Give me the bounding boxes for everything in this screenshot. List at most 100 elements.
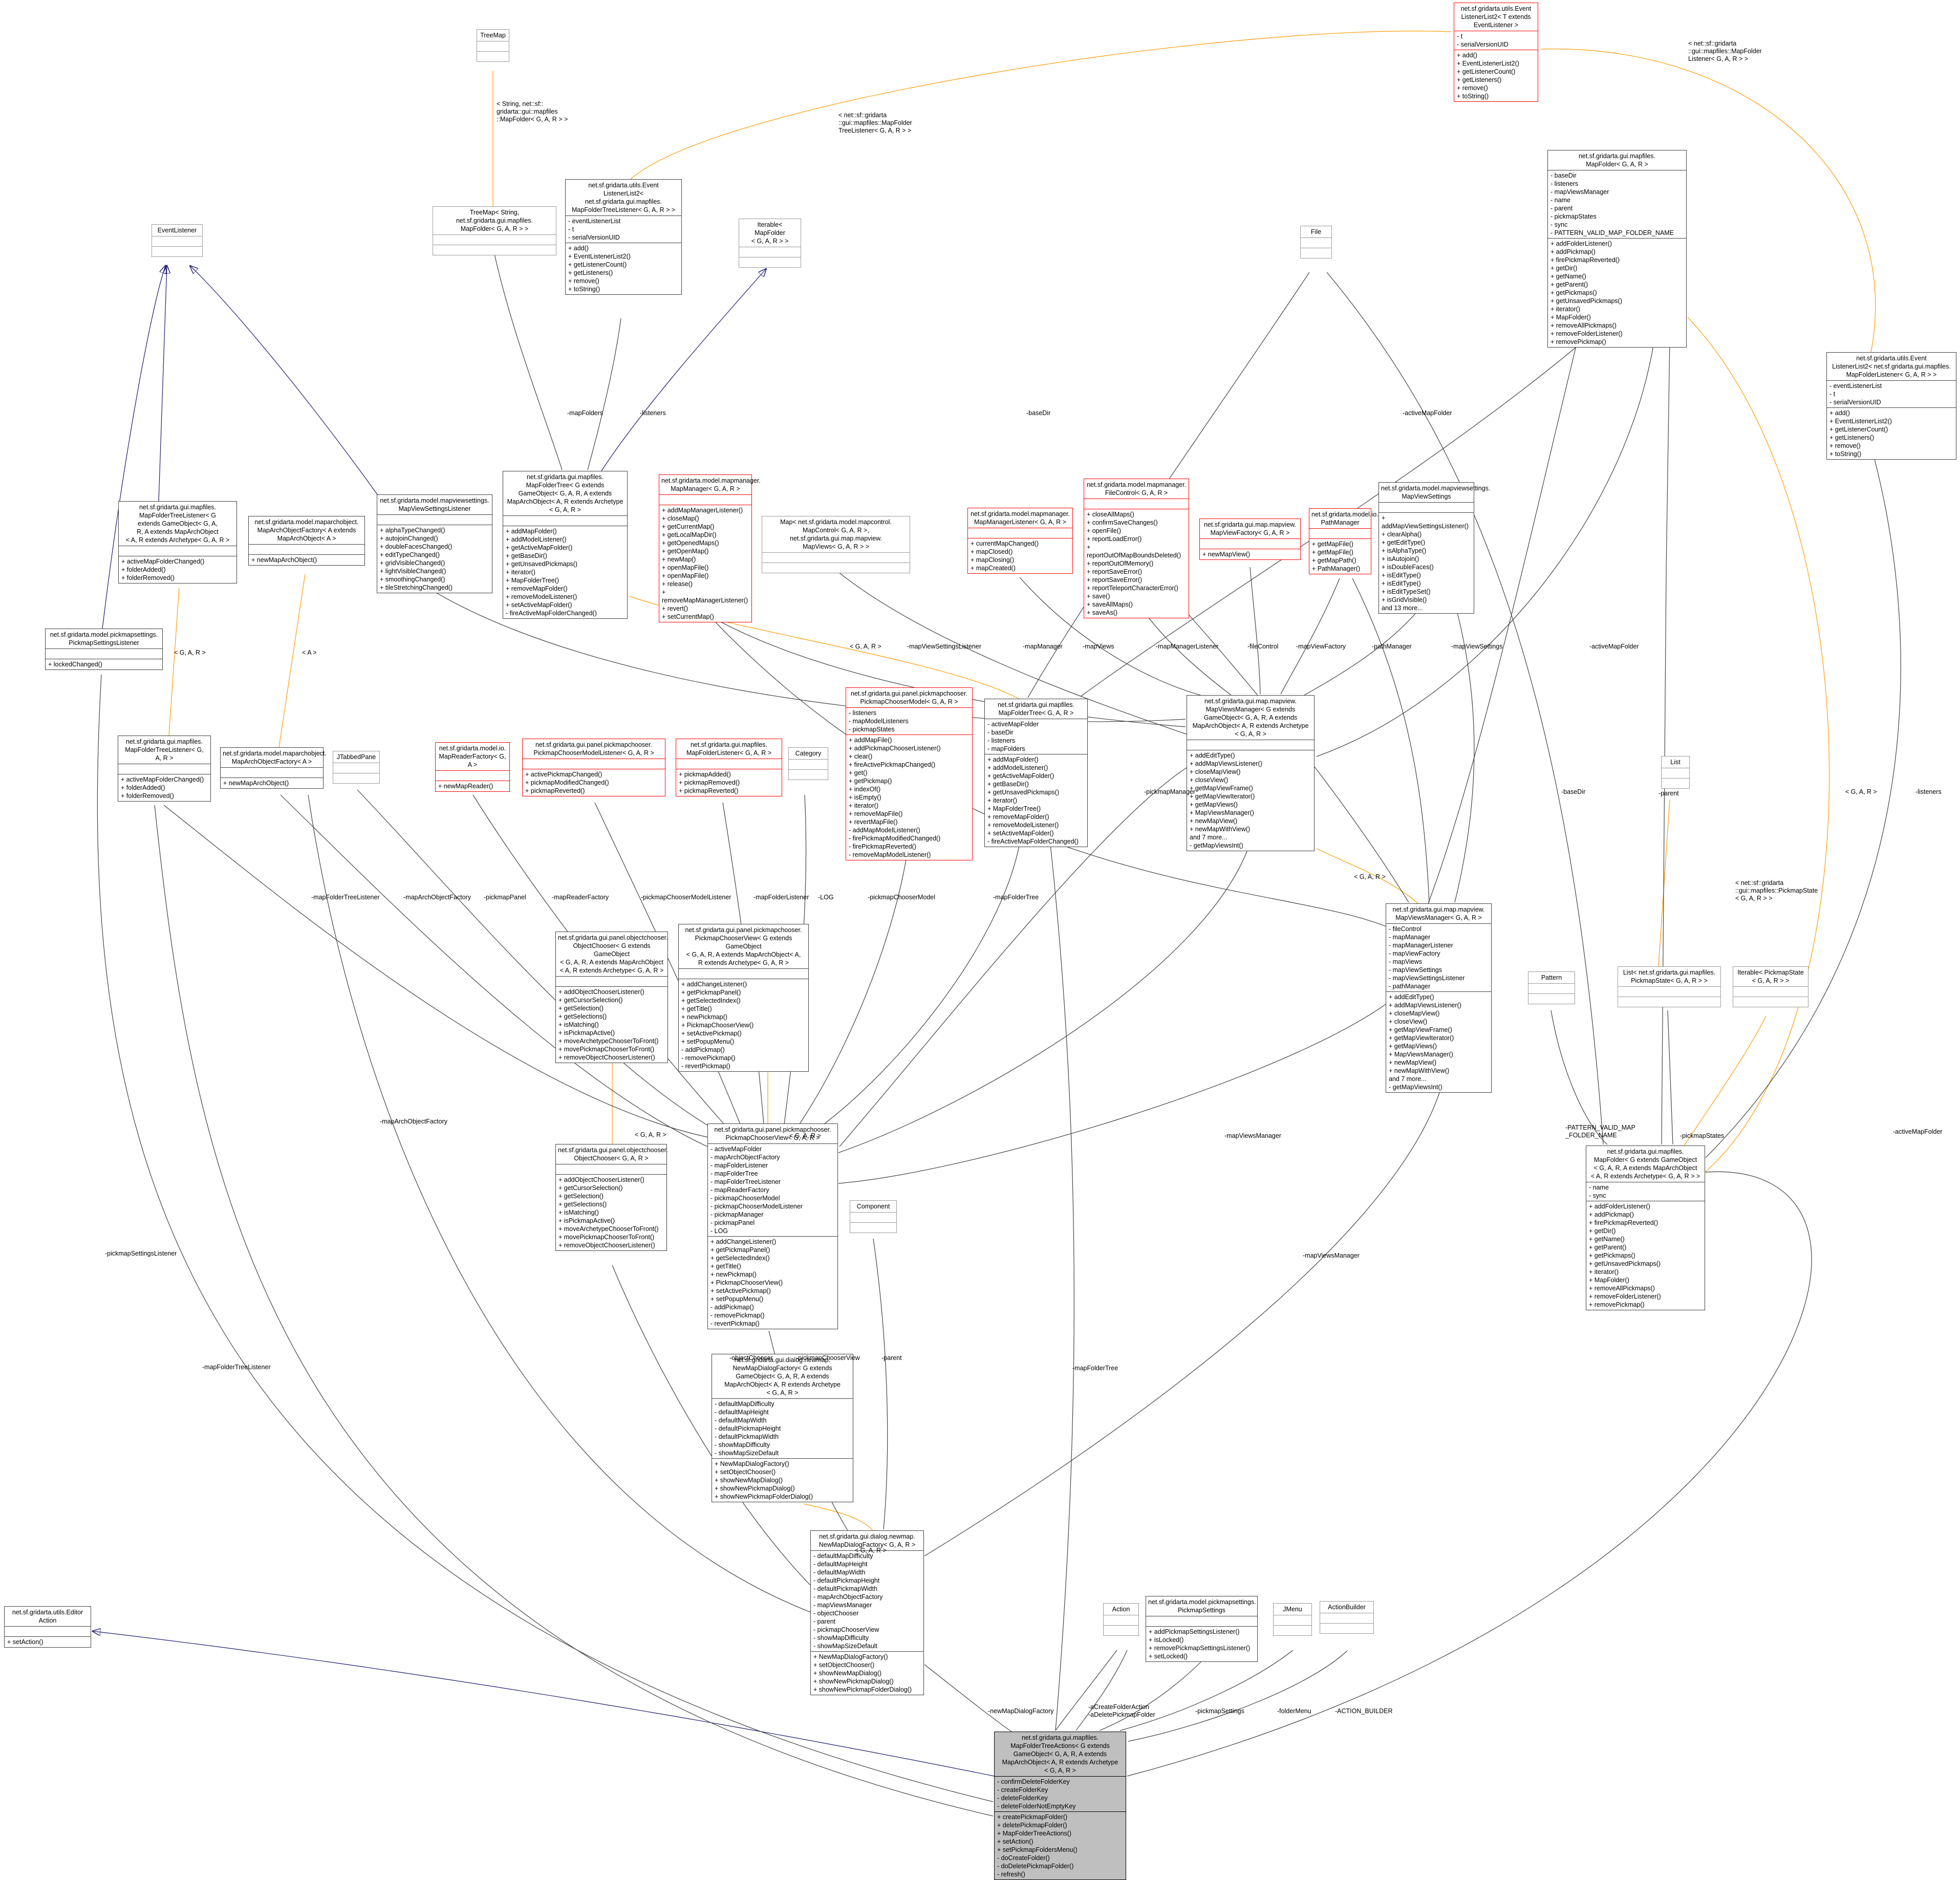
class-attributes: - name- sync bbox=[1586, 1182, 1705, 1201]
class-list[interactable]: List bbox=[1661, 756, 1690, 789]
class-maparchobjectfactory-a[interactable]: net.sf.gridarta.model.maparchobject.MapA… bbox=[220, 747, 327, 789]
class-mapviewsmanager-gar[interactable]: net.sf.gridarta.gui.map.mapview.MapViews… bbox=[1386, 903, 1492, 1093]
class-mapreaderfactory[interactable]: net.sf.gridarta.model.io.MapReaderFactor… bbox=[435, 742, 510, 792]
edge bbox=[97, 674, 994, 1802]
class-mapviewsettingslistener[interactable]: net.sf.gridarta.model.mapviewsettings.Ma… bbox=[377, 494, 492, 593]
class-method: + removeModelListener() bbox=[987, 822, 1059, 829]
class-pickmapsettingslistener[interactable]: net.sf.gridarta.model.pickmapsettings.Pi… bbox=[45, 629, 163, 670]
class-title-line: GameObject< G, A, R, A extends bbox=[1013, 1751, 1107, 1758]
class-title-line: net.sf.gridarta.gui.map.mapview. bbox=[1204, 521, 1296, 528]
class-eventlistener[interactable]: EventListener bbox=[152, 224, 203, 257]
class-pickmapchooserview-generic[interactable]: net.sf.gridarta.gui.panel.pickmapchooser… bbox=[678, 924, 809, 1072]
class-mapviewsmanager-generic[interactable]: net.sf.gridarta.gui.map.mapview.MapViews… bbox=[1187, 695, 1315, 851]
class-iterable-mapfolder[interactable]: Iterable< MapFolder< G, A, R > > bbox=[739, 219, 801, 268]
class-mapfoldertreelistener-generic[interactable]: net.sf.gridarta.gui.mapfiles.MapFolderTr… bbox=[118, 501, 237, 584]
class-maparchobjectfactory-generic[interactable]: net.sf.gridarta.model.maparchobject.MapA… bbox=[248, 516, 365, 566]
class-method: + isDoubleFaces() bbox=[1382, 564, 1434, 571]
class-mapfoldertree-generic[interactable]: net.sf.gridarta.gui.mapfiles.MapFolderTr… bbox=[503, 471, 628, 619]
class-attributes: - eventListenerList- t- serialVersionUID bbox=[566, 215, 681, 243]
class-mapmanagerlistener[interactable]: net.sf.gridarta.model.mapmanager.MapMana… bbox=[967, 508, 1073, 574]
class-newmapdialogfactory-gar[interactable]: net.sf.gridarta.gui.dialog.newmap.NewMap… bbox=[810, 1530, 924, 1695]
class-mapfoldertree-gar[interactable]: net.sf.gridarta.gui.mapfiles.MapFolderTr… bbox=[984, 699, 1088, 847]
class-mapviewfactory[interactable]: net.sf.gridarta.gui.map.mapview.MapViewF… bbox=[1199, 518, 1301, 560]
class-attribute: - confirmDeleteFolderKey bbox=[997, 1778, 1070, 1785]
edge bbox=[154, 805, 994, 1817]
class-pickmapchoosermodel[interactable]: net.sf.gridarta.gui.panel.pickmapchooser… bbox=[846, 687, 973, 860]
class-title-line: net.sf.gridarta.utils.Event bbox=[1856, 355, 1927, 362]
class-attribute: - mapArchObjectFactory bbox=[813, 1593, 883, 1601]
class-title-line: MapFolderTreeListener< G bbox=[139, 512, 216, 519]
edge-label: -fileControl bbox=[1247, 643, 1279, 650]
class-objectchooser-gar[interactable]: net.sf.gridarta.gui.panel.objectchooser.… bbox=[555, 1144, 668, 1251]
class-mapviewsettings[interactable]: net.sf.gridarta.model.mapviewsettings.Ma… bbox=[1379, 482, 1490, 614]
edge bbox=[1019, 577, 1204, 697]
class-treemap-string-mapfolder[interactable]: TreeMap< String, net.sf.gridarta.gui.map… bbox=[433, 206, 556, 255]
edge-label: -objectChooser bbox=[729, 1354, 773, 1362]
class-method: + MapFolder() bbox=[1589, 1277, 1629, 1284]
class-action[interactable]: Action bbox=[1103, 1603, 1139, 1636]
class-pickmapchooserview-gar[interactable]: net.sf.gridarta.gui.panel.pickmapchooser… bbox=[707, 1123, 838, 1329]
class-map-mapcontrol-mapviews[interactable]: Map< net.sf.gridarta.model.mapcontrol.Ma… bbox=[762, 516, 910, 573]
class-title-line: GameObject< G, A, R, A extends bbox=[736, 1373, 829, 1380]
class-mapmanager[interactable]: net.sf.gridarta.model.mapmanager.MapMana… bbox=[659, 474, 761, 622]
class-method: + isPickmapActive() bbox=[558, 1029, 615, 1036]
class-title: net.sf.gridarta.gui.mapfiles.MapFolderTr… bbox=[985, 699, 1087, 719]
edge bbox=[1687, 317, 1830, 1173]
edge-label: -mapArchObjectFactory bbox=[380, 1118, 447, 1125]
class-pickmapchoosermodellistener[interactable]: net.sf.gridarta.gui.panel.pickmapchooser… bbox=[522, 739, 665, 796]
class-component[interactable]: Component bbox=[850, 1200, 897, 1233]
class-methods: + NewMapDialogFactory()+ setObjectChoose… bbox=[712, 1458, 853, 1502]
class-treemap[interactable]: TreeMap bbox=[477, 29, 509, 62]
class-mapfolderlistener[interactable]: net.sf.gridarta.gui.mapfiles.MapFolderLi… bbox=[676, 739, 782, 796]
class-method: + isMatching() bbox=[558, 1021, 599, 1028]
edge bbox=[835, 569, 1188, 735]
class-method: + addMapViewsListener() bbox=[1190, 760, 1262, 767]
class-method: - getMapViewsInt() bbox=[1190, 842, 1243, 849]
class-attributes bbox=[1146, 1616, 1257, 1626]
class-mapfoldertreelistener-gar[interactable]: net.sf.gridarta.gui.mapfiles.MapFolderTr… bbox=[118, 736, 211, 802]
class-jmenu[interactable]: JMenu bbox=[1273, 1603, 1312, 1636]
class-title-line: A, R > bbox=[155, 754, 174, 762]
class-mapfoldertreeactions[interactable]: net.sf.gridarta.gui.mapfiles.MapFolderTr… bbox=[994, 1732, 1126, 1880]
class-method: + addMapFolder() bbox=[506, 528, 557, 535]
class-jtabbedpane[interactable]: JTabbedPane bbox=[333, 751, 380, 784]
class-mapfolder-generic[interactable]: net.sf.gridarta.gui.mapfiles.MapFolder< … bbox=[1586, 1146, 1705, 1310]
class-mapfolder-gar[interactable]: net.sf.gridarta.gui.mapfiles.MapFolder< … bbox=[1547, 150, 1687, 348]
class-method: + addModelListener() bbox=[506, 536, 567, 543]
class-pattern[interactable]: Pattern bbox=[1528, 971, 1575, 1004]
class-attributes bbox=[1733, 986, 1808, 997]
class-newmapdialogfactory-generic[interactable]: net.sf.gridarta.gui.dialog.newmap.NewMap… bbox=[712, 1354, 853, 1502]
class-attribute: - pickmapChooserModel bbox=[710, 1195, 780, 1202]
class-method: + getMapPath() bbox=[1312, 557, 1356, 564]
edge-label: -baseDir bbox=[1026, 409, 1051, 417]
edge bbox=[803, 1503, 873, 1531]
class-pickmapsettings[interactable]: net.sf.gridarta.model.pickmapsettings.Pi… bbox=[1146, 1596, 1258, 1662]
edge-label: -mapFolderListener bbox=[753, 894, 809, 901]
class-pathmanager[interactable]: net.sf.gridarta.model.io.PathManager+ ge… bbox=[1309, 508, 1379, 574]
class-iterable-pickmapstate[interactable]: Iterable< PickmapState< G, A, R > > bbox=[1733, 966, 1808, 1007]
class-list-pickmapstate[interactable]: List< net.sf.gridarta.gui.mapfiles.Pickm… bbox=[1618, 966, 1721, 1007]
class-attribute: - showMapDifficulty bbox=[715, 1441, 770, 1449]
edge-label: -pickmapChooserModel bbox=[868, 894, 936, 901]
class-method: + MapFolderTree() bbox=[987, 805, 1041, 812]
class-title-line: MapFolderTreeListener< G, A, R > > bbox=[571, 206, 676, 213]
class-method: + PickmapChooserView() bbox=[710, 1279, 783, 1286]
class-objectchooser-generic[interactable]: net.sf.gridarta.gui.panel.objectchooser.… bbox=[555, 932, 668, 1063]
class-actionbuilder[interactable]: ActionBuilder bbox=[1320, 1601, 1374, 1634]
class-title: Iterable< PickmapState< G, A, R > > bbox=[1733, 967, 1808, 986]
class-method: + addFolderListener() bbox=[1550, 240, 1612, 247]
class-category[interactable]: Category bbox=[788, 747, 828, 780]
class-title-line: Map< net.sf.gridarta.model.mapcontrol. bbox=[780, 518, 892, 526]
class-method: + addPickmap() bbox=[1589, 1211, 1634, 1218]
class-method: + PickmapChooserView() bbox=[681, 1022, 754, 1029]
class-file[interactable]: File bbox=[1300, 226, 1332, 258]
class-title: net.sf.gridarta.model.mapmanager.MapMana… bbox=[659, 475, 761, 494]
class-method: + removeAllPickmaps() bbox=[1589, 1285, 1655, 1292]
class-filecontrol[interactable]: net.sf.gridarta.model.mapmanager.FileCon… bbox=[1084, 479, 1189, 618]
class-attribute: - showMapDifficulty bbox=[813, 1634, 869, 1641]
